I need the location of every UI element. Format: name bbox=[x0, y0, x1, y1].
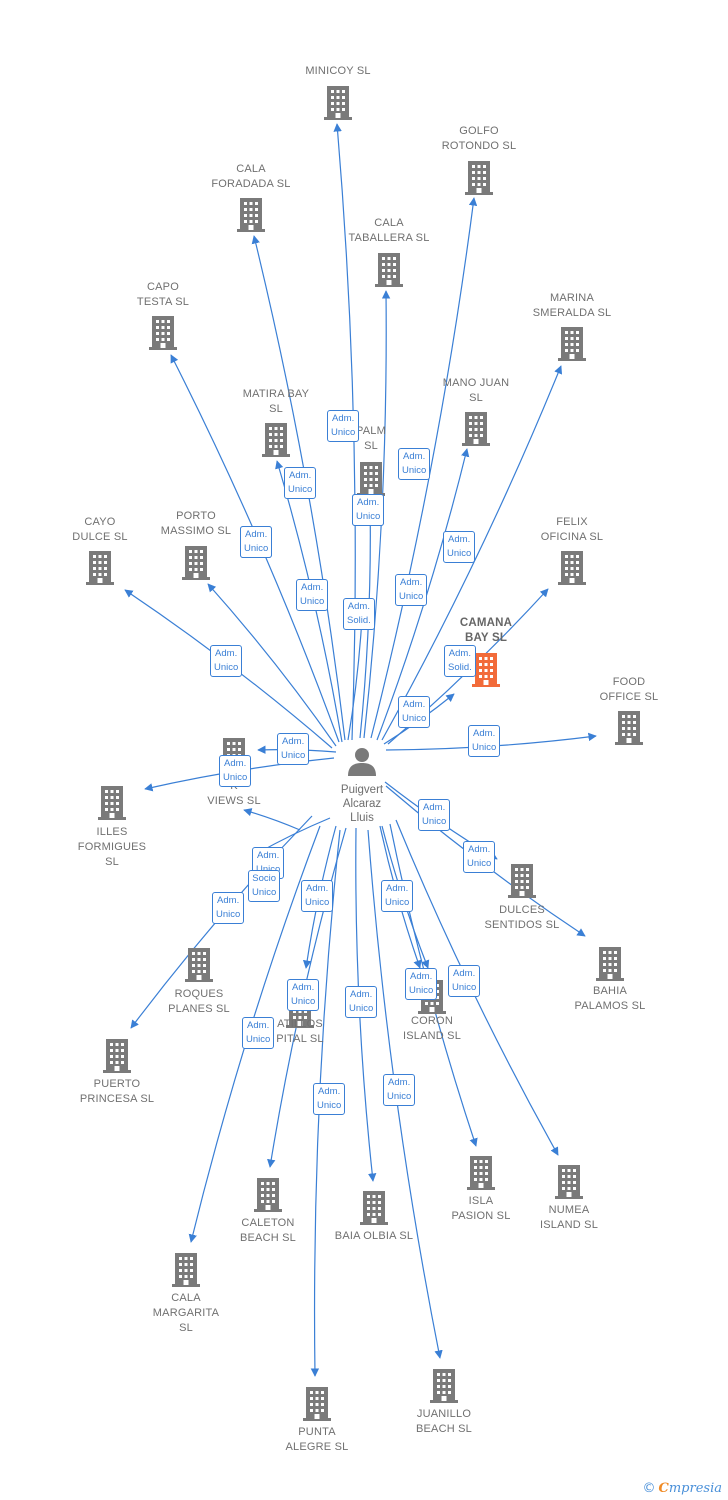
company-label-juanillo-beach[interactable]: JUANILLO BEACH SL bbox=[415, 1408, 472, 1435]
company-label-palm[interactable]: PALM SL bbox=[356, 425, 386, 452]
building-icon-capo-testa[interactable] bbox=[149, 316, 177, 350]
building-icon-cala-taballera[interactable] bbox=[375, 253, 403, 287]
building-icon-camana-bay[interactable] bbox=[472, 653, 500, 687]
company-label-minicoy[interactable]: MINICOY SL bbox=[305, 65, 371, 77]
role-box-food-office[interactable]: Adm. Unico bbox=[468, 725, 501, 757]
building-icon-cala-margarita[interactable] bbox=[172, 1253, 200, 1287]
company-label-matira-bay[interactable]: MATIRA BAY SL bbox=[242, 388, 310, 415]
building-icon-porto-massimo[interactable] bbox=[182, 546, 210, 580]
edge-marina-smeralda bbox=[381, 365, 563, 741]
role-box-punta-alegre[interactable]: Adm. Unico bbox=[313, 1083, 346, 1115]
role-box-cala-margarita[interactable]: Adm. Unico bbox=[242, 1017, 275, 1049]
company-label-illes-formigues[interactable]: ILLES FORMIGUES SL bbox=[77, 826, 147, 868]
role-box-matira-bay[interactable]: Adm. Unico bbox=[284, 467, 317, 499]
person-name-label[interactable]: Puigvert Alcaraz Lluis bbox=[340, 784, 384, 824]
role-box-palm[interactable]: Adm. Unico bbox=[352, 494, 385, 526]
company-label-capo-testa[interactable]: CAPO TESTA SL bbox=[136, 281, 190, 308]
building-icon-golfo-rotondo[interactable] bbox=[465, 161, 493, 195]
role-box-coron-island[interactable]: Adm. Unico bbox=[381, 880, 414, 912]
building-icon-marina-smeralda[interactable] bbox=[558, 327, 586, 361]
company-label-roques-planes[interactable]: ROQUES PLANES SL bbox=[168, 988, 230, 1015]
building-icon-caleton-beach[interactable] bbox=[254, 1178, 282, 1212]
role-box-baia-olbia[interactable]: Adm. Unico bbox=[345, 986, 378, 1018]
building-icon-cayo-dulce[interactable] bbox=[86, 551, 114, 585]
edge-golfo-rotondo bbox=[370, 197, 478, 739]
building-icon-juanillo-beach[interactable] bbox=[430, 1369, 458, 1403]
building-icon-isla-pasion[interactable] bbox=[467, 1156, 495, 1190]
role-box-felix-oficina[interactable]: Adm. Unico bbox=[398, 696, 431, 728]
building-icon-dulces-sentidos[interactable] bbox=[508, 864, 536, 898]
company-label-isla-pasion[interactable]: ISLA PASION SL bbox=[451, 1195, 511, 1222]
company-label-food-office[interactable]: FOOD OFFICE SL bbox=[599, 676, 659, 703]
company-label-atillos-pital[interactable]: ATILLOS PITAL SL bbox=[276, 1018, 324, 1045]
copyright-icon: © bbox=[642, 1481, 656, 1496]
company-label-caleton-beach[interactable]: CALETON BEACH SL bbox=[239, 1217, 296, 1244]
person-icon[interactable] bbox=[348, 748, 376, 776]
building-icon-cala-foradada[interactable] bbox=[237, 198, 265, 232]
building-icon-roques-planes[interactable] bbox=[185, 948, 213, 982]
role-box-atillos-pital[interactable]: Adm. Unico bbox=[301, 880, 334, 912]
footer-brand: ©Cmpresia bbox=[643, 1481, 723, 1496]
company-label-bahia-palamos[interactable]: BAHIA PALAMOS SL bbox=[574, 985, 646, 1012]
role-box-illes-formigues[interactable]: Adm. Unico bbox=[219, 755, 252, 787]
role-box-juanillo-beach[interactable]: Adm. Unico bbox=[383, 1074, 416, 1106]
company-label-cala-foradada[interactable]: CALA FORADADA SL bbox=[211, 163, 291, 190]
role-box-camana-bay[interactable]: Adm. Solid. bbox=[444, 645, 476, 677]
building-icon-punta-alegre[interactable] bbox=[303, 1387, 331, 1421]
company-label-baia-olbia[interactable]: BAIA OLBIA SL bbox=[334, 1230, 414, 1242]
brand-initial: C bbox=[658, 1481, 669, 1496]
role-box-cayo-dulce[interactable]: Adm. Unico bbox=[210, 645, 243, 677]
role-box-marina-smeralda[interactable]: Adm. Unico bbox=[443, 531, 476, 563]
building-icon-felix-oficina[interactable] bbox=[558, 551, 586, 585]
company-label-punta-alegre[interactable]: PUNTA ALEGRE SL bbox=[285, 1426, 349, 1453]
building-icon-numea-island[interactable] bbox=[555, 1165, 583, 1199]
company-label-cayo-dulce[interactable]: CAYO DULCE SL bbox=[72, 516, 128, 543]
company-label-dulces-sentidos[interactable]: DULCES SENTIDOS SL bbox=[484, 904, 560, 931]
company-label-cala-margarita[interactable]: CALA MARGARITA SL bbox=[152, 1292, 220, 1334]
company-label-mano-juan[interactable]: MANO JUAN SL bbox=[442, 377, 510, 404]
role-box-porto-massimo[interactable]: Adm. Unico bbox=[296, 579, 329, 611]
company-label-felix-oficina[interactable]: FELIX OFICINA SL bbox=[540, 516, 604, 543]
building-icon-puerto-princesa[interactable] bbox=[103, 1039, 131, 1073]
role-box-capo-testa[interactable]: Adm. Unico bbox=[240, 526, 273, 558]
role-box-isla-pasion[interactable]: Adm. Unico bbox=[448, 965, 481, 997]
company-label-camana-bay[interactable]: CAMANA BAY SL bbox=[459, 617, 513, 644]
role-box-puerto-princesa[interactable]: Adm. Unico bbox=[212, 892, 245, 924]
brand-name: mpresia bbox=[668, 1481, 722, 1496]
building-icon-baia-olbia[interactable] bbox=[360, 1191, 388, 1225]
building-icon-mano-juan[interactable] bbox=[462, 412, 490, 446]
role-box-caleton-beach[interactable]: Adm. Unico bbox=[287, 979, 320, 1011]
role-box-mano-juan[interactable]: Adm. Unico bbox=[395, 574, 428, 606]
company-label-coron-island[interactable]: CORON ISLAND SL bbox=[402, 1015, 462, 1042]
role-box-bahia-palamos[interactable]: Adm. Unico bbox=[463, 841, 496, 873]
building-icon-matira-bay[interactable] bbox=[262, 423, 290, 457]
role-box-dulces-sentidos[interactable]: Adm. Unico bbox=[418, 799, 451, 831]
role-box-coron-island-2[interactable]: Adm. Unico bbox=[405, 968, 438, 1000]
edge-roques-planes bbox=[243, 808, 301, 831]
company-label-porto-massimo[interactable]: PORTO MASSIMO SL bbox=[160, 510, 232, 537]
building-icon-illes-formigues[interactable] bbox=[98, 786, 126, 820]
role-box-cala-foradada-2[interactable]: Adm. Solid. bbox=[343, 598, 375, 630]
company-label-numea-island[interactable]: NUMEA ISLAND SL bbox=[539, 1204, 599, 1231]
company-label-marina-smeralda[interactable]: MARINA SMERALDA SL bbox=[532, 292, 612, 319]
company-label-puerto-princesa[interactable]: PUERTO PRINCESA SL bbox=[79, 1078, 155, 1105]
company-label-cala-taballera[interactable]: CALA TABALLERA SL bbox=[348, 217, 430, 244]
building-icon-palm[interactable] bbox=[357, 462, 385, 496]
building-icon-food-office[interactable] bbox=[615, 711, 643, 745]
role-box-minicoy[interactable]: Adm. Unico bbox=[327, 410, 360, 442]
building-icon-bahia-palamos[interactable] bbox=[596, 947, 624, 981]
edge-porto-massimo bbox=[207, 583, 337, 747]
role-box-roques-planes[interactable]: Socio Unico bbox=[248, 870, 281, 902]
company-label-golfo-rotondo[interactable]: GOLFO ROTONDO SL bbox=[441, 125, 517, 152]
role-box-k-views[interactable]: Adm. Unico bbox=[277, 733, 310, 765]
building-icon-minicoy[interactable] bbox=[324, 86, 352, 120]
role-box-golfo-rotondo[interactable]: Adm. Unico bbox=[398, 448, 431, 480]
